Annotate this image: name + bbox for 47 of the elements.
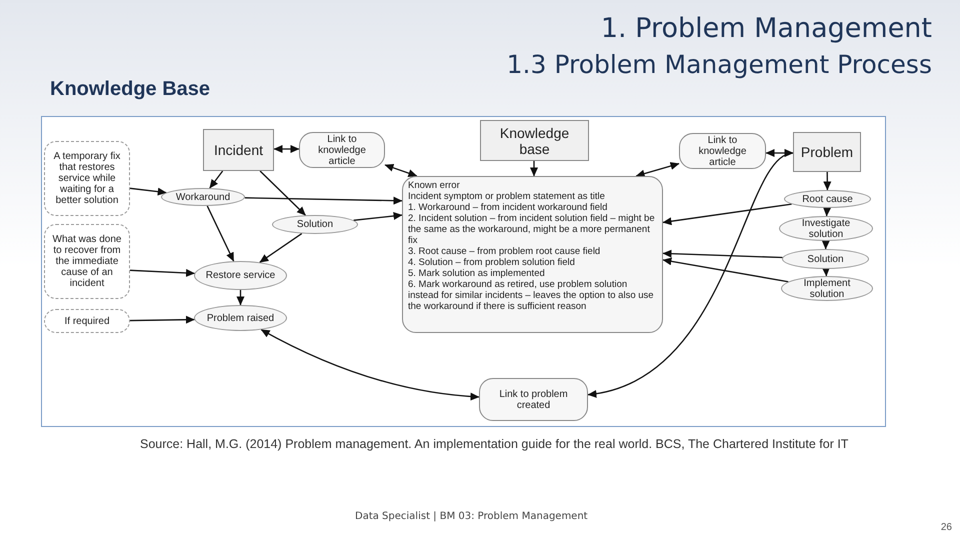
process-box: Problem [793,132,861,172]
slide-subtitle: 1.3 Problem Management Process [506,49,932,81]
note-box: What was done to recover from the immediate cause of an incident [44,224,130,299]
arrow [662,250,782,258]
process-ellipse: Solution [272,215,358,234]
arrow [260,170,306,216]
arrow [662,203,792,226]
section-heading: Knowledge Base [50,77,210,102]
arrow [588,152,794,397]
note-box: If required [44,309,130,333]
rounded-box: Link to knowledge article [299,132,385,168]
arrow [130,316,195,324]
arrow [206,206,234,262]
process-ellipse: Solution [782,249,869,269]
known-error-box: Known error Incident symptom or problem statement as title 1. Workaround – from incident workaround field 2. Incident solution – from incident solution field – might be the same as the workaround, might be a more permanent fix 3. Root cause – from problem root cause field 4. Solution – from problem solution field 5. Mark solution as implemented 6. Mark workaround as retired, use problem solution instead for similar incidents – leaves the option to also use the workaround if there is sufficient reason [402,176,663,333]
slide-title: 1. Problem Management [600,12,932,46]
arrow [209,170,224,189]
arrow [823,172,832,190]
arrow [354,212,402,221]
rounded-box: Link to knowledge article [679,133,766,169]
process-ellipse: Root cause [784,190,871,208]
arrow [662,257,788,282]
arrow [259,233,302,263]
rounded-box: Link to problem created [479,378,588,421]
arrow [823,207,832,216]
arrow [822,240,830,250]
arrow [130,268,196,277]
note-box: A temporary fix that restores service while waiting for a better solution [44,141,130,216]
arrow [244,196,402,205]
arrow [130,188,167,196]
arrow [260,329,480,400]
page-number: 26 [940,521,952,535]
process-ellipse: Investigate solution [779,216,873,241]
source-caption: Source: Hall, M.G. (2014) Problem management. An implementation guide for the real world. BCS, The Chartered Institute for IT [140,436,850,452]
footer-text: Data Specialist | BM 03: Problem Management [355,510,588,524]
arrow [636,162,680,178]
arrow [822,267,830,276]
arrow [530,161,538,176]
arrow [274,145,300,153]
arrow [236,290,244,306]
process-box: Incident [203,129,274,171]
process-ellipse: Restore service [194,261,287,290]
process-box: Knowledge base [480,120,589,161]
process-ellipse: Workaround [161,188,245,206]
arrow [384,164,418,177]
process-ellipse: Problem raised [194,305,287,331]
process-ellipse: Implement solution [781,276,873,301]
